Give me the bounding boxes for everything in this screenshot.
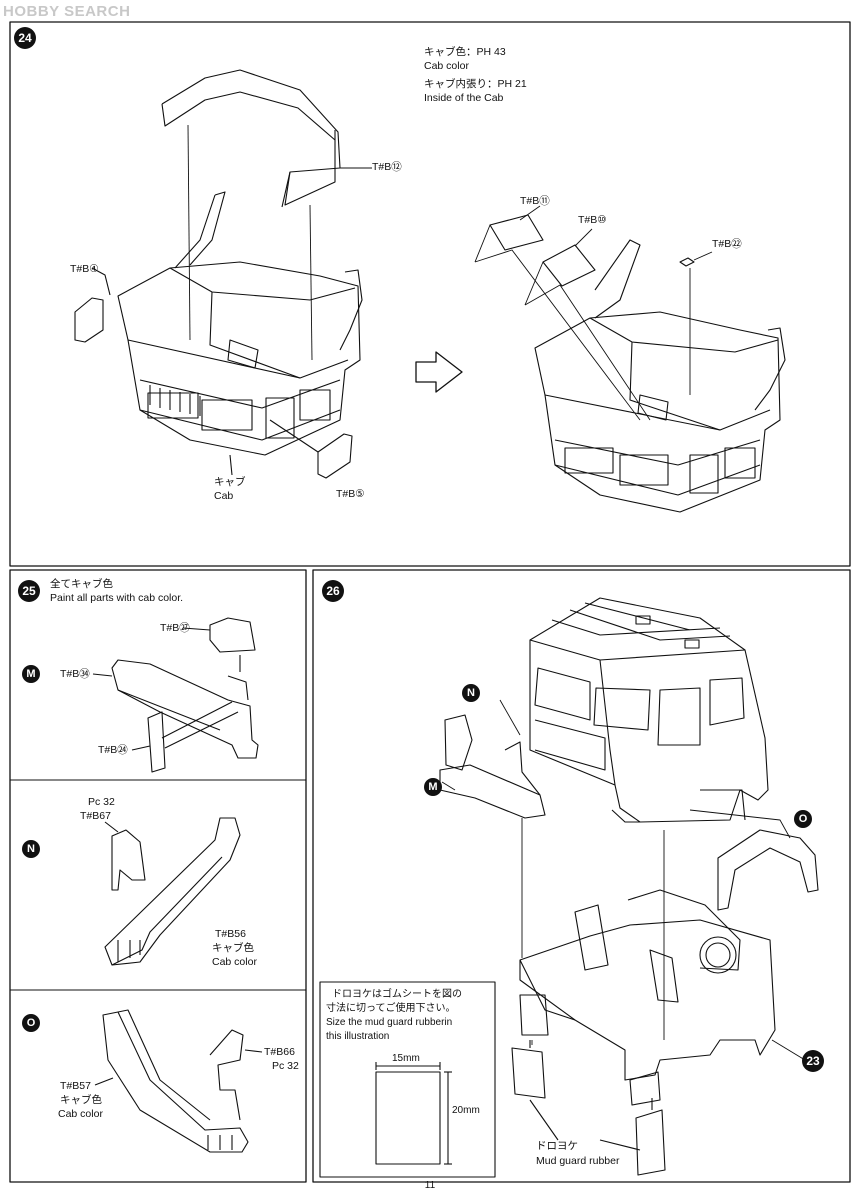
part-label-34: T#B㉞: [60, 668, 90, 680]
cab-color-jp: キャブ色：PH 43: [424, 46, 506, 58]
guide-lines-26: [441, 699, 806, 1061]
color-N-en: Cab color: [212, 956, 257, 968]
callout-23: 23: [802, 1050, 824, 1072]
part-label-27: T#B㉗: [160, 622, 190, 634]
part-label-11: T#B⑪: [520, 195, 550, 207]
part-label-56: T#B56: [215, 928, 246, 940]
part-label-57: T#B57: [60, 1080, 91, 1092]
color-O-jp: キャブ色: [60, 1094, 102, 1106]
part-label-5: T#B⑤: [336, 488, 365, 500]
part-label-24: T#B㉔: [98, 744, 128, 756]
note-25-en: Paint all parts with cab color.: [50, 592, 184, 604]
fender-26: [717, 829, 819, 911]
cab-body-left: [117, 191, 363, 456]
letter-N: N: [22, 840, 40, 858]
callout-N: N: [462, 684, 480, 702]
inside-cab-en: Inside of the Cab: [424, 92, 504, 104]
cab-color-en: Cab color: [424, 60, 469, 72]
watermark: HOBBY SEARCH: [3, 3, 130, 20]
part-N-drawing: [104, 817, 241, 966]
part-label-67: T#B67: [80, 810, 111, 822]
color-O-en: Cab color: [58, 1108, 103, 1120]
step-arrow: [415, 351, 463, 393]
dimension-width: 15mm: [392, 1053, 420, 1064]
watermark-text: HOBBY SEARCH: [3, 3, 131, 20]
mud-leader: [529, 1099, 641, 1151]
panel-10: [542, 244, 596, 287]
note-box: [319, 981, 496, 1178]
paint-code-O: Pc 32: [272, 1060, 299, 1072]
paint-code-N: Pc 32: [88, 796, 115, 808]
step-24-badge: 24: [14, 27, 36, 49]
part-label-22: T#B㉒: [712, 238, 742, 250]
step-25-badge: 25: [18, 580, 40, 602]
part-label-4: T#B④: [70, 263, 99, 275]
panel-4-leader: [91, 267, 111, 296]
frame-step26: [312, 569, 851, 1183]
letter-O: O: [22, 1014, 40, 1032]
mud-guard-jp: ドロヨケ: [536, 1140, 578, 1152]
mud-guard-en: Mud guard rubber: [536, 1155, 620, 1167]
inside-cab-jp: キャブ内張り：PH 21: [424, 78, 527, 90]
note-26-en-2: this illustration: [326, 1031, 390, 1042]
interior-floor-26: [519, 889, 776, 1106]
color-N-jp: キャブ色: [212, 942, 254, 954]
page-number: 11: [424, 1180, 436, 1191]
cab-label-en: Cab: [214, 490, 234, 502]
part-22: [679, 257, 695, 267]
callout-O: O: [794, 810, 812, 828]
panel-5-leader: [269, 419, 319, 453]
panel-11: [489, 214, 544, 251]
cab-shell-26: [529, 597, 769, 823]
panel-4: [74, 297, 104, 343]
part-O-drawing: [94, 1009, 263, 1153]
part-label-10: T#B⑩: [578, 214, 607, 226]
mud-guard-sheet-2: [635, 1109, 666, 1176]
part-M-drawing: [92, 617, 259, 773]
note-26-en-1: Size the mud guard rubberin: [326, 1017, 453, 1028]
cab-body-right: [534, 239, 786, 513]
frame-step24: [9, 21, 851, 567]
bumper-26: [439, 714, 546, 819]
step-26-badge: 26: [322, 580, 344, 602]
guide-lines-24: [187, 124, 372, 361]
guide-lines-24b: [474, 205, 713, 421]
cab-label-jp: キャブ: [214, 476, 246, 488]
part-label-66: T#B66: [264, 1046, 295, 1058]
mud-guard-sheet-1: [511, 1047, 546, 1099]
note-26-jp-2: 寸法に切ってご使用下さい。: [326, 1003, 456, 1014]
mud-size-rect: [375, 1071, 441, 1165]
note-25-jp: 全てキャブ色: [50, 578, 113, 590]
dimension-height: 20mm: [452, 1105, 480, 1116]
part-label-12: T#B⑫: [372, 161, 402, 173]
cab-leader: [229, 454, 233, 476]
panel-5: [317, 433, 353, 479]
callout-M: M: [424, 778, 442, 796]
letter-M: M: [22, 665, 40, 683]
frame-step25: [9, 569, 307, 1183]
note-26-jp-1: ドロヨケはゴムシートを図の: [332, 989, 462, 1000]
roof-liner-left: [161, 69, 341, 208]
